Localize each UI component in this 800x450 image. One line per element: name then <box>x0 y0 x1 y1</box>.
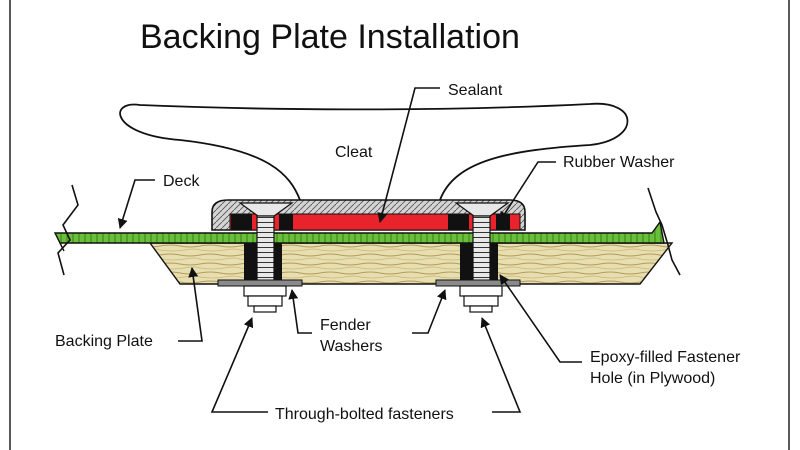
sealant-leader <box>377 87 440 223</box>
nut-right-lower <box>463 295 499 307</box>
epoxy-leader <box>499 274 582 363</box>
through-bolted-leader-right <box>480 317 522 413</box>
rubber-washer-leader <box>499 161 556 222</box>
cleat-label: Cleat <box>335 144 373 161</box>
diagram-title: Backing Plate Installation <box>140 18 520 56</box>
fastener-left <box>217 202 303 313</box>
fender-washers-label-2: Washers <box>320 338 383 355</box>
backing-plate <box>148 242 674 285</box>
epoxy-label-1: Epoxy-filled Fastener <box>590 349 741 366</box>
through-bolted-leader-left <box>210 317 268 413</box>
nut-left-upper <box>243 285 287 297</box>
sealant-layer <box>229 213 521 231</box>
backing-plate-label: Backing Plate <box>55 333 153 350</box>
sealant-label: Sealant <box>448 82 503 99</box>
deck-break-left <box>57 184 79 276</box>
epoxy-label-2: Hole (in Plywood) <box>590 370 715 387</box>
fender-leader-left <box>288 289 312 334</box>
fender-washer-left <box>217 279 303 287</box>
cleat-horns <box>119 102 629 201</box>
fastener-right <box>435 202 521 313</box>
deck <box>53 220 665 252</box>
rubber-washer-label: Rubber Washer <box>563 154 675 171</box>
nut-right-upper <box>459 285 503 297</box>
fender-leader-right <box>412 289 447 334</box>
through-bolted-label: Through-bolted fasteners <box>275 406 454 423</box>
deck-label: Deck <box>163 173 200 190</box>
deck-break-right <box>647 187 681 276</box>
fender-washers-label-1: Fender <box>320 317 371 334</box>
backing-plate-leader <box>178 267 203 342</box>
rubber-washer-left <box>231 214 252 230</box>
rubber-washer-left-inner <box>279 214 293 230</box>
nut-left-lower <box>247 295 283 307</box>
rubber-washer-right <box>448 214 469 230</box>
deck-leader <box>117 179 155 229</box>
bolt-left-end <box>253 305 277 313</box>
bolt-right-end <box>469 305 493 313</box>
